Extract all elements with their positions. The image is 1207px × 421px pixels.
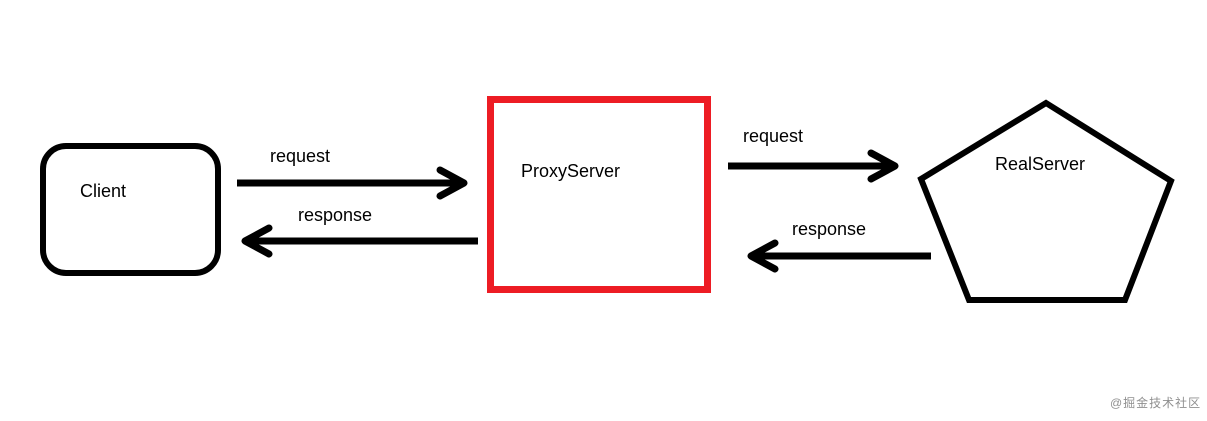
node-client-label: Client (80, 181, 127, 201)
node-proxyserver-label: ProxyServer (521, 161, 621, 181)
node-proxyserver-shape (487, 96, 711, 293)
edge-label-proxy-to-real-request: request (743, 126, 804, 146)
edge-label-client-to-proxy-request: request (270, 146, 331, 166)
edge-label-proxy-to-client-response: response (298, 205, 373, 225)
node-realserver-shape (917, 99, 1175, 303)
node-realserver-label: RealServer (995, 154, 1086, 174)
node-client-shape (40, 143, 221, 276)
edge-label-real-to-proxy-response: response (792, 219, 867, 239)
juejin-watermark: @掘金技术社区 (1110, 396, 1202, 410)
